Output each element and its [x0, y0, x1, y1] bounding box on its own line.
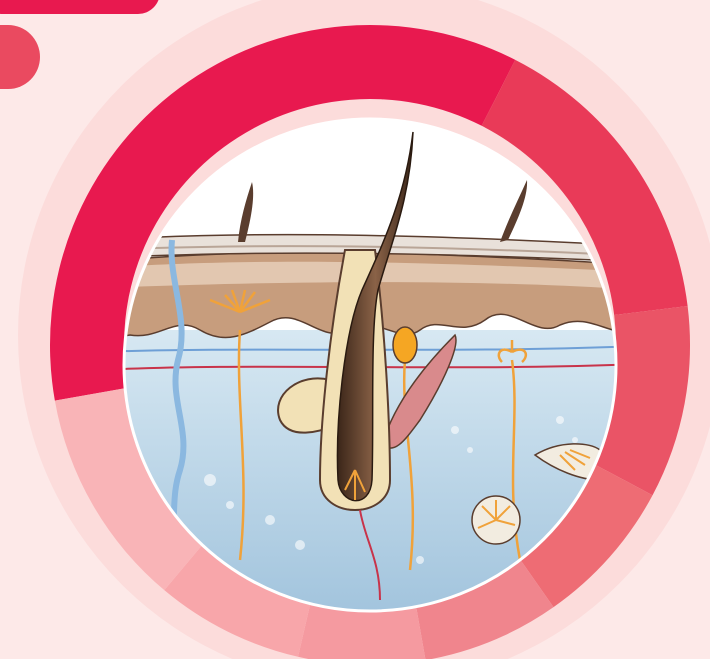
nerve-bulb: [393, 327, 417, 363]
